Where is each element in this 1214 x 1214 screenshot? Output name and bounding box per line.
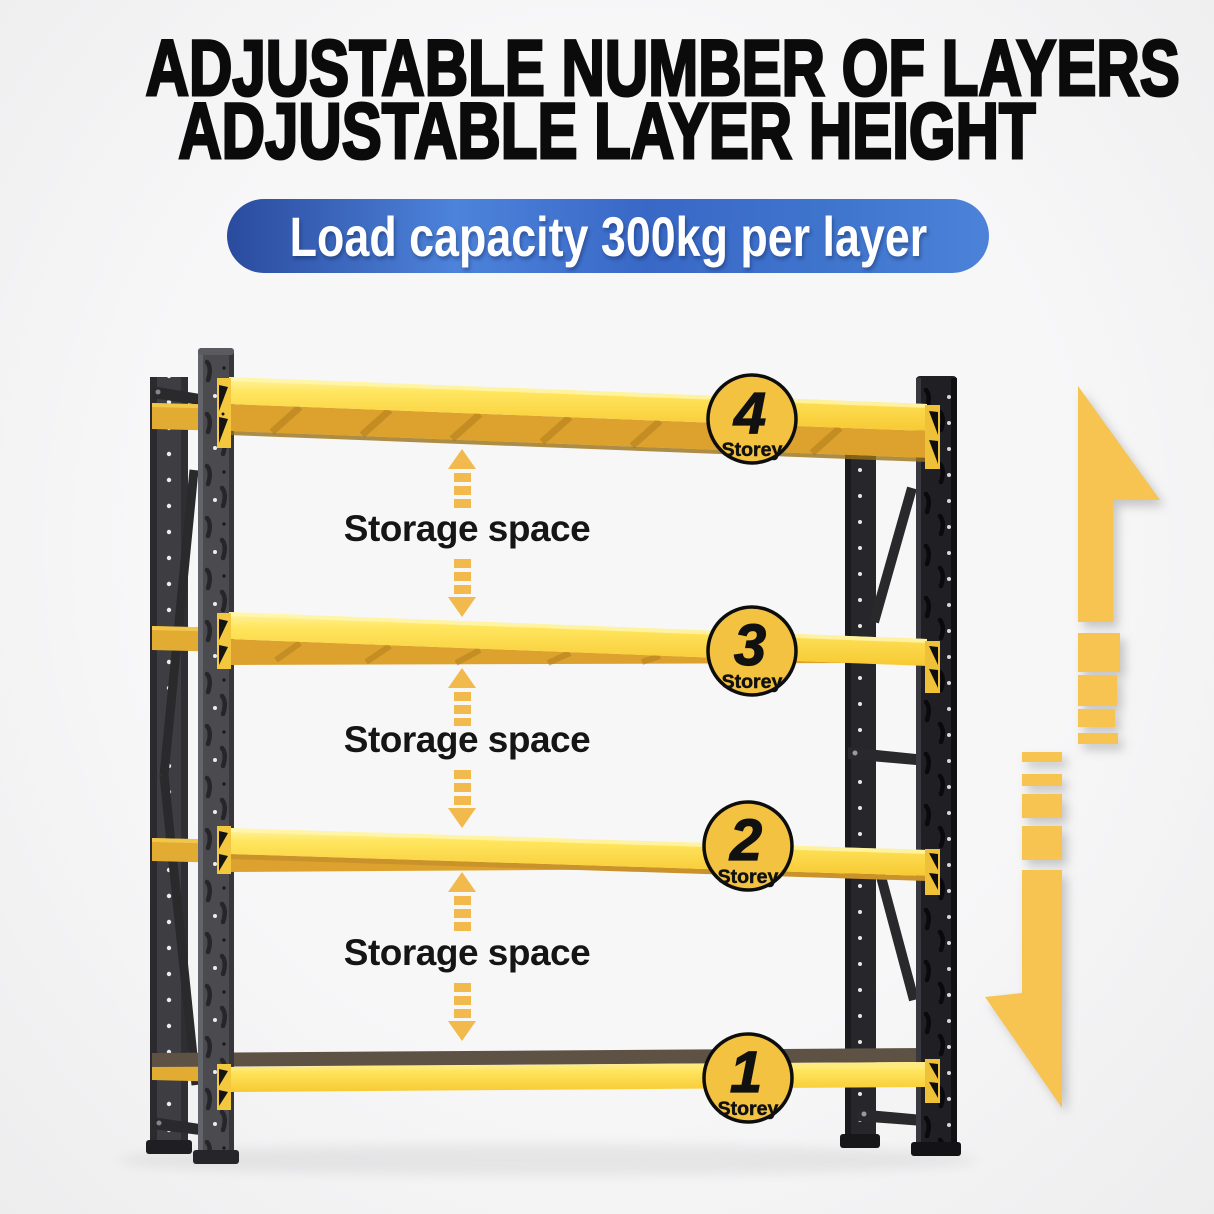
arrow-up-icon xyxy=(448,668,476,688)
spacing-arrows-gap-1 xyxy=(448,449,476,617)
storey-number: 4 xyxy=(733,381,766,446)
right-front-post xyxy=(911,376,961,1156)
shelf-level-4 xyxy=(217,377,940,469)
headline: ADJUSTABLE NUMBER OF LAYERS ADJUSTABLE L… xyxy=(0,23,1214,175)
load-capacity-banner: Load capacity 300kg per layer xyxy=(227,199,989,273)
beam-bracket-right xyxy=(925,641,940,693)
storey-label: Storey xyxy=(718,866,779,888)
spacing-arrows-gap-2 xyxy=(448,668,476,828)
left-upright-frame xyxy=(146,377,201,1154)
storage-space-label-3: Storage space xyxy=(344,932,590,973)
height-adjust-up-arrow xyxy=(1078,386,1160,744)
beam-bracket-left xyxy=(217,1064,231,1110)
shelf-level-1 xyxy=(217,1059,940,1110)
spacing-arrows-gap-3 xyxy=(448,872,476,1041)
beam-bracket-right xyxy=(925,405,940,469)
load-capacity-text: Load capacity 300kg per layer xyxy=(289,204,927,268)
storey-label: Storey xyxy=(722,671,783,693)
height-adjust-down-arrow xyxy=(985,752,1062,1108)
storey-number: 1 xyxy=(730,1040,762,1105)
storey-badge-4: 4 Storey xyxy=(706,373,798,465)
right-frame-braces xyxy=(848,486,923,1126)
arrow-down-icon xyxy=(448,597,476,617)
storey-label: Storey xyxy=(718,1098,779,1120)
beam-bracket-left xyxy=(217,613,231,669)
storey-badge-1: 1 Storey xyxy=(702,1032,794,1124)
beam-bracket-right xyxy=(925,1059,940,1103)
headline-line-2: ADJUSTABLE LAYER HEIGHT xyxy=(177,86,1037,175)
arrow-up-icon xyxy=(448,872,476,892)
storey-number: 3 xyxy=(734,613,766,678)
beam-bracket-right xyxy=(925,849,940,895)
headline-line-1: ADJUSTABLE NUMBER OF LAYERS xyxy=(145,23,1181,112)
left-front-post xyxy=(193,348,239,1164)
storage-space-label-1: Storage space xyxy=(344,508,590,549)
floor-shadow xyxy=(118,1144,978,1176)
storey-number: 2 xyxy=(729,808,762,873)
storey-badge-2: 2 Storey xyxy=(702,800,794,892)
beam-bracket-left xyxy=(217,826,231,874)
storage-space-label-2: Storage space xyxy=(344,719,590,760)
shelf-level-2 xyxy=(217,826,940,895)
storey-label: Storey xyxy=(722,439,783,461)
storey-badge-3: 3 Storey xyxy=(706,605,798,697)
shelf-level-3 xyxy=(217,612,940,693)
arrow-down-icon xyxy=(448,1021,476,1041)
arrow-up-icon xyxy=(448,449,476,469)
beam-bracket-left xyxy=(217,378,231,448)
left-frame-braces xyxy=(152,386,201,1135)
right-rear-post xyxy=(840,450,880,1148)
deck-ribs xyxy=(274,640,661,666)
arrow-down-icon xyxy=(448,808,476,828)
right-upright-frame xyxy=(840,450,923,1148)
